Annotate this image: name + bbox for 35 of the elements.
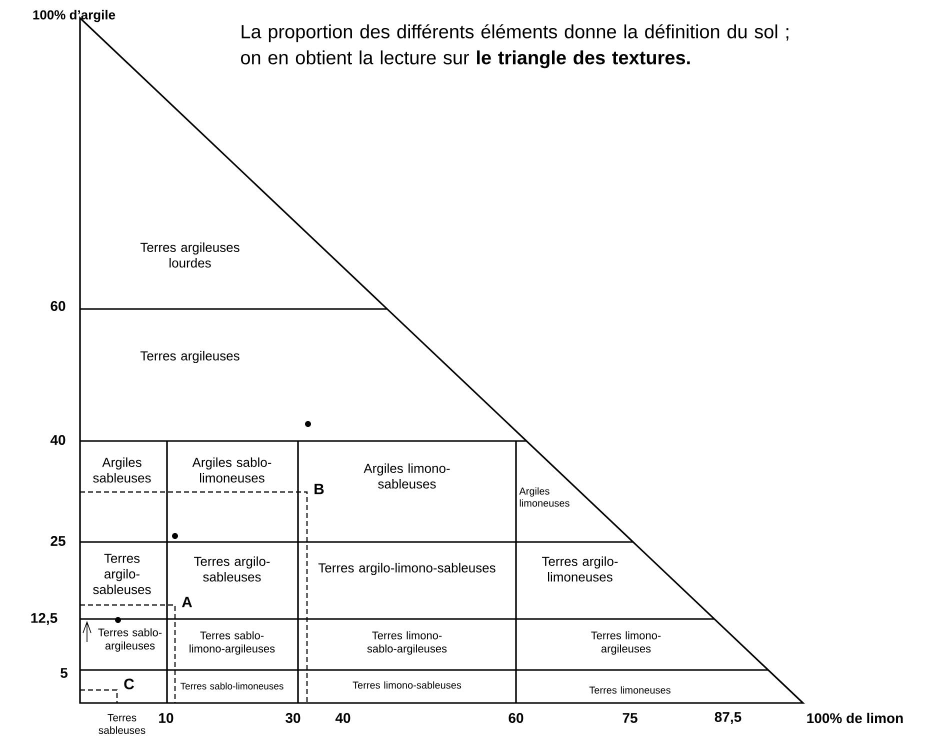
axis-tick-label: 75 <box>622 713 638 723</box>
axis-tick-label: 5 <box>60 668 68 678</box>
region-label: Terres argilo-limoneuses <box>542 556 618 582</box>
region-label: Terres argilo-sableuses <box>93 554 151 594</box>
region-label: Terres limono-sablo-argileuses <box>367 631 447 655</box>
axis-tick-label: 10 <box>159 713 174 723</box>
region-label: Argiles limoneuses <box>519 487 570 507</box>
region-label: Argiles sableuses <box>93 457 151 483</box>
region-label: Terres argileuses lourdes <box>140 242 240 268</box>
axis-title: 100% d’argile <box>33 10 116 22</box>
point-letter: A <box>182 596 192 608</box>
region-label: Terres limono-sableuses <box>352 681 462 689</box>
axis-tick-label: 40 <box>50 435 66 445</box>
region-label: Terres argilo-sableuses <box>194 556 270 582</box>
region-label: Terres sablo-argileuses <box>98 628 162 652</box>
region-label: Argiles sablo-limoneuses <box>192 457 272 483</box>
region-label: Terres argilo-limono-sableuses <box>318 562 496 576</box>
region-label: Terres limono-argileuses <box>591 631 661 655</box>
point-letter: C <box>124 678 134 690</box>
point-letter: B <box>314 484 324 494</box>
axis-title: 100% de limon <box>807 712 903 724</box>
region-label: Terres sablo-limono-argileuses <box>190 631 275 655</box>
heading: La proportion des différents éléments donne la définition du sol ; on en obtient la lecture sur le triangle des textures. <box>241 24 788 68</box>
axis-tick-label: 40 <box>335 713 350 723</box>
axis-tick-label: 12,5 <box>31 613 58 625</box>
axis-tick-label: 87,5 <box>714 712 742 724</box>
region-label: Terres sableuses <box>98 714 146 734</box>
region-label: Terres argileuses <box>140 350 240 364</box>
axis-tick-label: 60 <box>508 713 524 723</box>
region-label: Terres sablo-limoneuses <box>180 682 284 690</box>
region-label: Terres limoneuses <box>589 686 670 694</box>
axis-tick-label: 30 <box>286 713 300 723</box>
axis-tick-label: 25 <box>50 536 66 546</box>
region-label: Argiles limono-sableuses <box>364 463 450 489</box>
axis-tick-label: 60 <box>50 301 66 311</box>
